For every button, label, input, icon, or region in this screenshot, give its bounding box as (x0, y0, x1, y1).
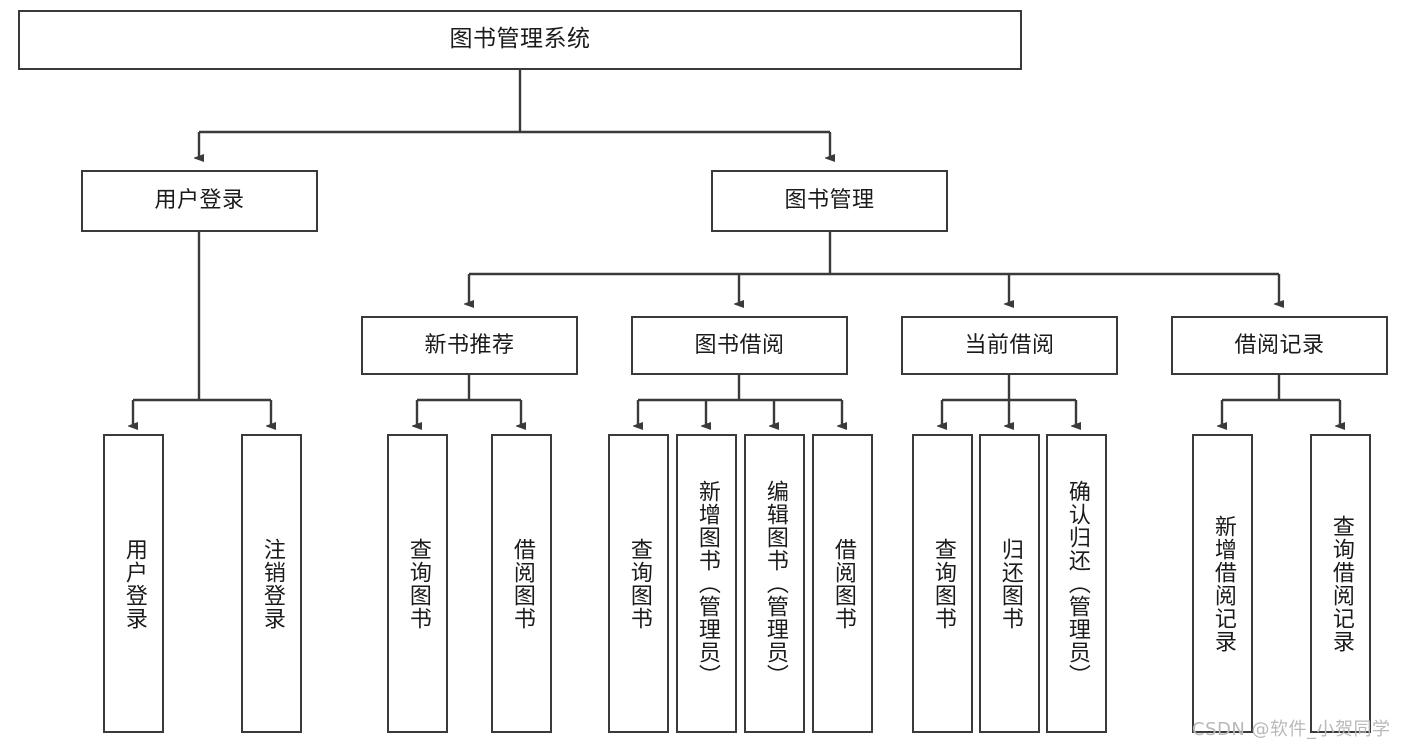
node-label: 查询图书 (930, 537, 956, 630)
node-leaf-confirm-return[interactable]: 确认归还（管理员） (1046, 434, 1107, 733)
csdn-watermark: CSDN @软件_小贺同学 (1192, 719, 1391, 740)
node-label: 确认归还（管理员） (1064, 480, 1090, 687)
node-leaf-add-book[interactable]: 新增图书（管理员） (676, 434, 737, 733)
node-label: 用户登录 (154, 188, 245, 214)
node-label: 新增图书（管理员） (694, 480, 720, 687)
node-borrow-record[interactable]: 借阅记录 (1171, 316, 1388, 375)
node-leaf-logout-login[interactable]: 注销登录 (241, 434, 302, 733)
node-leaf-return-book[interactable]: 归还图书 (979, 434, 1040, 733)
node-label: 新增借阅记录 (1210, 514, 1236, 653)
node-label: 图书管理 (784, 188, 875, 214)
node-new-book-recommend[interactable]: 新书推荐 (361, 316, 578, 375)
node-label: 归还图书 (997, 537, 1023, 630)
node-leaf-query-book-2[interactable]: 查询图书 (608, 434, 669, 733)
node-leaf-borrow-book-1[interactable]: 借阅图书 (491, 434, 552, 733)
node-leaf-edit-book[interactable]: 编辑图书（管理员） (744, 434, 805, 733)
node-label: 查询图书 (626, 537, 652, 630)
node-leaf-query-book-1[interactable]: 查询图书 (387, 434, 448, 733)
node-label: 注销登录 (259, 537, 285, 630)
node-leaf-query-record[interactable]: 查询借阅记录 (1310, 434, 1371, 733)
node-label: 编辑图书（管理员） (762, 480, 788, 687)
node-book-borrow[interactable]: 图书借阅 (631, 316, 848, 375)
node-root-book-management-system[interactable]: 图书管理系统 (18, 10, 1022, 70)
node-current-borrow[interactable]: 当前借阅 (901, 316, 1118, 375)
node-label: 借阅图书 (830, 537, 856, 630)
node-leaf-query-book-3[interactable]: 查询图书 (912, 434, 973, 733)
node-user-login[interactable]: 用户登录 (81, 170, 318, 232)
node-leaf-add-record[interactable]: 新增借阅记录 (1192, 434, 1253, 733)
node-label: 当前借阅 (964, 332, 1055, 358)
node-label: 新书推荐 (424, 332, 515, 358)
node-label: 图书管理系统 (449, 26, 591, 53)
node-leaf-borrow-book-2[interactable]: 借阅图书 (812, 434, 873, 733)
node-label: 借阅图书 (509, 537, 535, 630)
node-book-management[interactable]: 图书管理 (711, 170, 948, 232)
node-label: 借阅记录 (1234, 332, 1325, 358)
node-label: 用户登录 (121, 537, 147, 630)
node-label: 查询借阅记录 (1328, 514, 1354, 653)
node-label: 查询图书 (405, 537, 431, 630)
node-label: 图书借阅 (694, 332, 785, 358)
node-leaf-user-login[interactable]: 用户登录 (103, 434, 164, 733)
